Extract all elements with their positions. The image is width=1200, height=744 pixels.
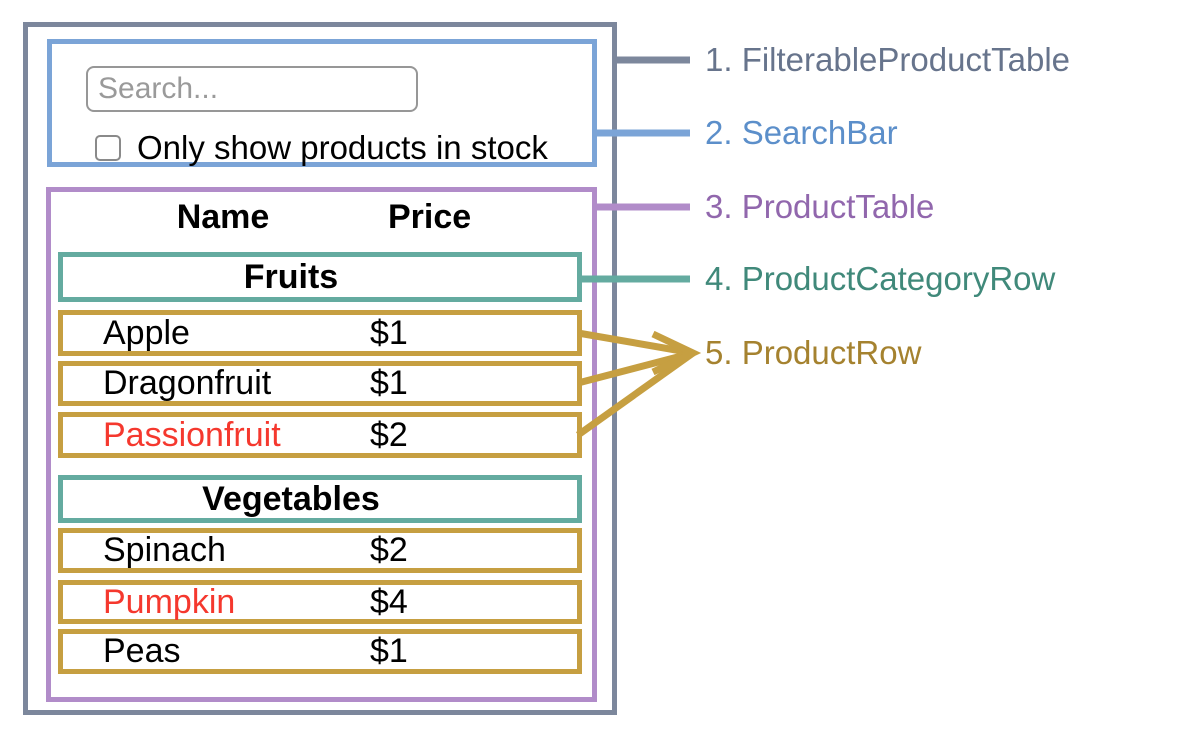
product-price: $4 [370, 582, 408, 621]
product-price: $2 [370, 531, 408, 569]
legend-filterable-product-table: 1. FilterableProductTable [705, 41, 1071, 78]
product-price: $1 [370, 364, 408, 402]
column-header-price: Price [388, 198, 472, 236]
product-price: $1 [370, 313, 408, 352]
in-stock-checkbox[interactable] [95, 135, 121, 161]
product-name: Dragonfruit [103, 364, 272, 402]
column-header-name: Name [176, 198, 270, 236]
product-name: Spinach [103, 531, 226, 569]
product-name: Peas [103, 632, 181, 670]
product-name: Apple [103, 313, 190, 352]
product-row-apple: Apple $1 [58, 310, 582, 356]
category-row-vegetables: Vegetables [58, 475, 582, 523]
search-input[interactable] [86, 66, 418, 112]
product-name: Passionfruit [103, 415, 281, 454]
stock-filter-row: Only show products in stock [95, 129, 548, 167]
legend-product-category-row: 4. ProductCategoryRow [705, 260, 1056, 297]
product-price: $2 [370, 415, 408, 454]
legend-search-bar: 2. SearchBar [705, 114, 898, 151]
legend-product-row: 5. ProductRow [705, 334, 922, 371]
product-price: $1 [370, 632, 408, 670]
category-label: Fruits [243, 257, 339, 296]
product-row-pumpkin: Pumpkin $4 [58, 580, 582, 624]
product-row-passionfruit: Passionfruit $2 [58, 412, 582, 458]
product-row-dragonfruit: Dragonfruit $1 [58, 361, 582, 406]
category-label: Vegetables [202, 479, 380, 518]
arrowhead-product-row [651, 330, 702, 376]
product-row-peas: Peas $1 [58, 629, 582, 674]
category-row-fruits: Fruits [58, 252, 582, 302]
legend-product-table: 3. ProductTable [705, 188, 935, 225]
in-stock-checkbox-label: Only show products in stock [137, 129, 548, 166]
product-row-spinach: Spinach $2 [58, 528, 582, 573]
product-name: Pumpkin [103, 582, 236, 621]
